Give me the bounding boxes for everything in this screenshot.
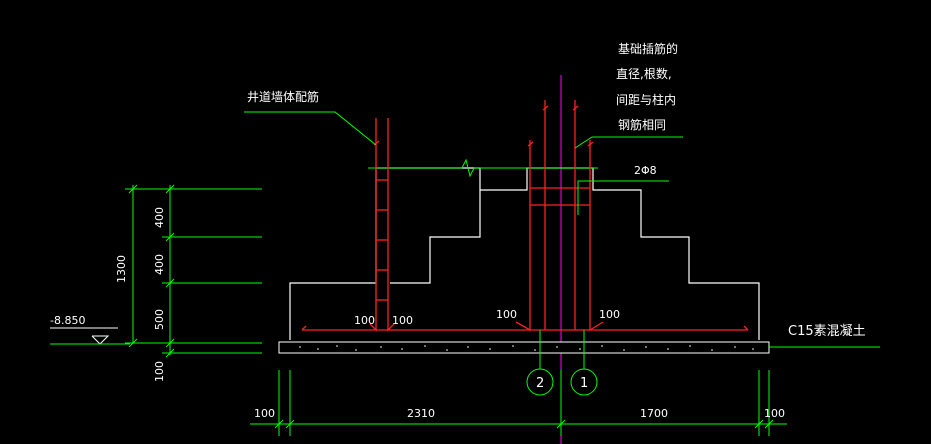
leader-wall-rebar (244, 111, 377, 146)
dim-right-cushion-100: 100 (764, 407, 785, 420)
shaft-wall-rebar-text: 井道墙体配筋 (247, 89, 319, 104)
dim-left-span-2310: 2310 (407, 407, 435, 420)
cover-label-b: 100 (392, 314, 413, 327)
elevation-text: -8.850 (50, 314, 85, 327)
axis-bubble-2: 2 (526, 330, 554, 396)
dowel-note-line1: 基础插筋的 (618, 41, 678, 56)
elevation-mark: -8.850 (50, 314, 130, 345)
break-line (368, 158, 598, 178)
dim-step-top-400: 400 (153, 207, 166, 228)
dowel-tick-1 (527, 141, 534, 147)
rebar-group (301, 100, 749, 332)
axis-bubble-1: 1 (570, 330, 598, 396)
cushion-speckle (299, 345, 754, 351)
leader-dowel-note (574, 136, 683, 149)
dim-total-1300: 1300 (115, 255, 128, 283)
wall-rebar-left (369, 118, 377, 332)
dim-left-cushion-100: 100 (254, 407, 275, 420)
stirrup-label: 2Φ8 (634, 164, 657, 177)
dim-right-span-1700: 1700 (640, 407, 668, 420)
horizontal-dimension-chain (250, 370, 787, 436)
dim-step-mid-400: 400 (153, 254, 166, 275)
dim-cushion-100: 100 (153, 361, 166, 382)
cover-label-d: 100 (599, 308, 620, 321)
dowel-tick-3 (572, 105, 579, 111)
leader-stirrup (577, 180, 669, 215)
dowel-tick-4 (587, 141, 594, 147)
dim-step-bottom-500: 500 (153, 309, 166, 330)
c15-cushion (278, 341, 770, 354)
axis-1-label: 1 (580, 376, 588, 391)
dowel-note-line4: 钢筋相同 (618, 117, 666, 132)
bottom-mesh-hook-left (301, 325, 307, 331)
foundation-step-left (390, 190, 481, 284)
axis-2-label: 2 (536, 376, 544, 391)
cover-label-a: 100 (354, 314, 375, 327)
cover-label-c: 100 (496, 308, 517, 321)
dowel-note-line3: 间距与柱内 (616, 92, 676, 107)
c15-label: C15素混凝土 (788, 323, 866, 339)
wall-rebar-right (387, 118, 395, 332)
dowel-tick-2 (542, 105, 549, 111)
bottom-mesh-hook-right (743, 325, 749, 331)
dowel-note-line2: 直径,根数, (616, 66, 672, 81)
vertical-dimension-chain (125, 184, 262, 358)
